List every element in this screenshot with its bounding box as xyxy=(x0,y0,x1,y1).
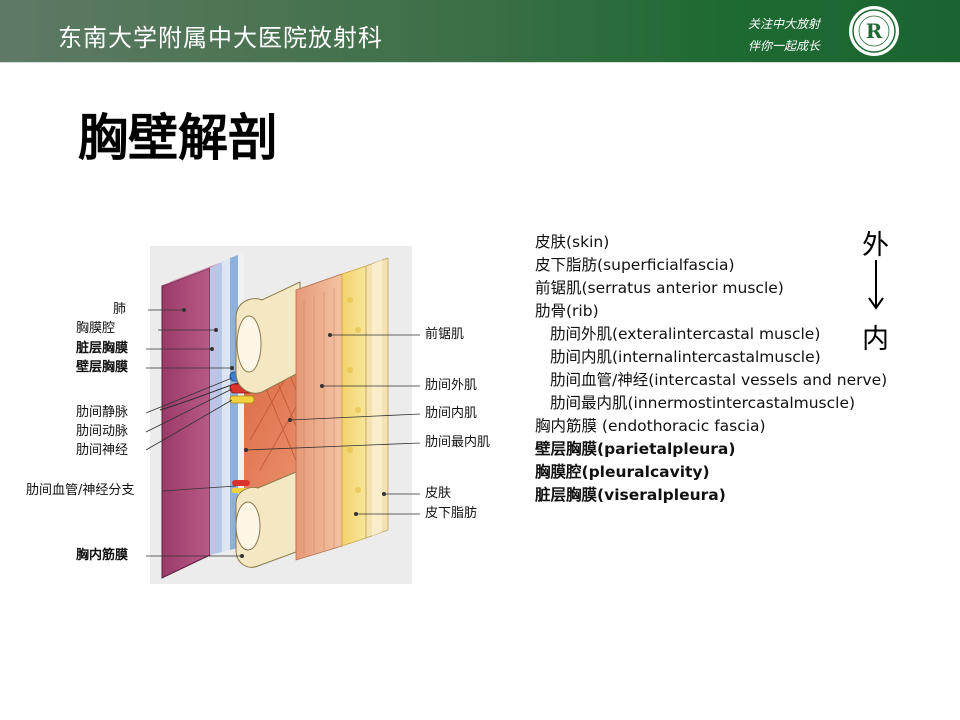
layer-item: 壁层胸膜(parietalpleura) xyxy=(535,440,736,458)
layer-item: 皮肤(skin) xyxy=(535,233,610,251)
chest-wall-layer-list: 皮肤(skin) 皮下脂肪(superficialfascia) 前锯肌(ser… xyxy=(535,231,887,507)
leader-lines xyxy=(145,307,421,559)
slide-title: 胸壁解剖 xyxy=(78,109,278,167)
slogan-line-1: 关注中大放射 xyxy=(747,17,820,31)
label-intercostal-nerve: 肋间神经 xyxy=(76,443,129,458)
label-intercostal-vein: 肋间静脉 xyxy=(76,405,129,420)
layer-item: 皮下脂肪(superficialfascia) xyxy=(535,256,735,274)
layer-item: 胸内筋膜 (endothoracic fascia) xyxy=(535,417,766,435)
header-banner: 东南大学附属中大医院放射科 关注中大放射 伴你一起成长 R xyxy=(0,0,960,62)
serratus-anterior-muscle xyxy=(295,273,343,561)
illustration-background xyxy=(150,246,412,584)
pleural-cavity xyxy=(222,258,230,552)
slogan-line-2: 伴你一起成长 xyxy=(747,39,820,53)
layer-item: 肋间外肌(exteralintercastal muscle) xyxy=(550,325,821,343)
visceral-pleura xyxy=(210,262,222,555)
label-pleural-cavity: 胸膜腔 xyxy=(76,321,116,336)
parietal-pleura xyxy=(230,255,238,550)
layer-item: 肋骨(rib) xyxy=(535,302,599,320)
intercostal-muscles xyxy=(244,305,350,500)
label-visceral-pleura: 脏层胸膜 xyxy=(76,341,129,356)
layer-item: 脏层胸膜(viseralpleura) xyxy=(535,486,726,504)
label-lung: 肺 xyxy=(112,302,126,317)
svg-text:R: R xyxy=(866,19,883,43)
ribs xyxy=(235,281,301,568)
arrow-down-icon xyxy=(868,260,884,310)
label-subcutaneous-fat: 皮下脂肪 xyxy=(425,506,478,521)
label-parietal-pleura: 壁层胸膜 xyxy=(76,360,129,375)
endothoracic-fascia xyxy=(238,252,244,548)
skin xyxy=(365,257,389,539)
label-innermost-intercostal: 肋间最内肌 xyxy=(425,435,491,450)
intercostal-vessels-nerve xyxy=(159,371,255,493)
label-vessel-nerve-branch: 肋间血管/神经分支 xyxy=(26,483,135,498)
hospital-r-logo-icon: R xyxy=(849,6,899,56)
lung-top xyxy=(162,262,222,286)
label-skin: 皮肤 xyxy=(425,486,452,501)
layer-item: 前锯肌(serratus anterior muscle) xyxy=(535,279,784,297)
lung xyxy=(161,267,211,579)
layer-item: 肋间最内肌(innermostintercastalmuscle) xyxy=(550,394,856,412)
label-external-intercostal: 肋间外肌 xyxy=(425,378,478,393)
subcutaneous-fat xyxy=(341,265,367,547)
direction-outer-label: 外 xyxy=(862,230,889,261)
header-divider xyxy=(0,62,960,63)
label-serratus-anterior: 前锯肌 xyxy=(425,327,465,342)
label-endothoracic-fascia: 胸内筋膜 xyxy=(76,548,129,563)
layer-item: 胸膜腔(pleuralcavity) xyxy=(535,463,710,481)
label-intercostal-artery: 肋间动脉 xyxy=(76,424,129,439)
direction-inner-label: 内 xyxy=(862,324,889,355)
hospital-name: 东南大学附属中大医院放射科 xyxy=(58,24,383,52)
layer-item: 肋间血管/神经(intercastal vessels and nerve) xyxy=(550,371,888,389)
label-internal-intercostal: 肋间内肌 xyxy=(425,406,478,421)
layer-item: 肋间内肌(internalintercastalmuscle) xyxy=(550,348,821,366)
